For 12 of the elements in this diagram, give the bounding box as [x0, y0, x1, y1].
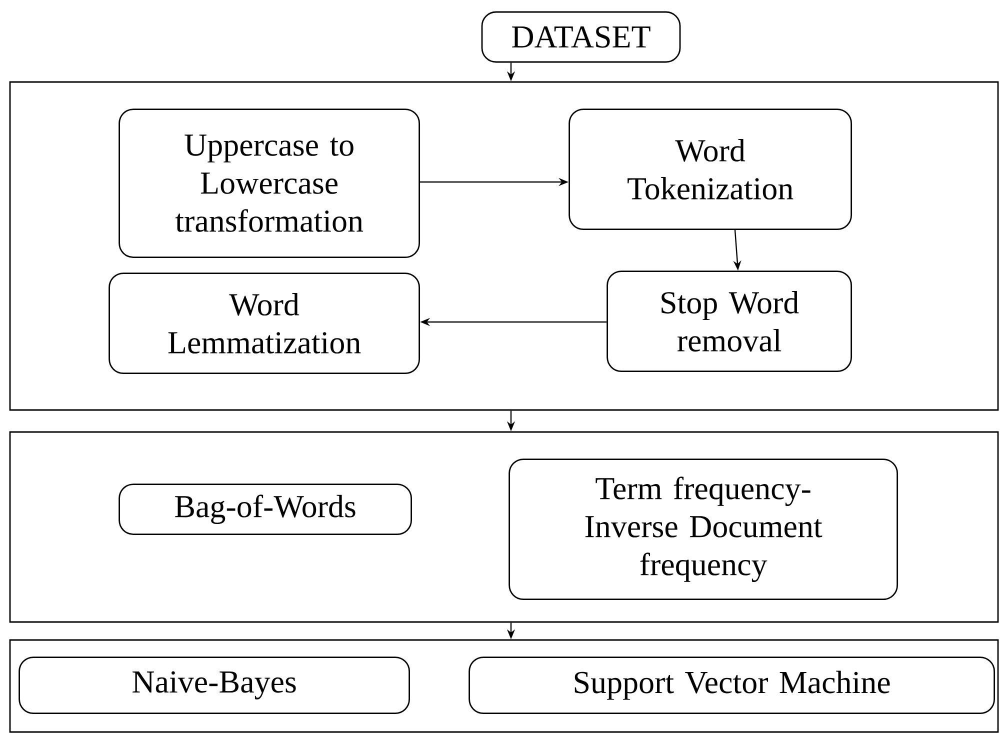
process-box: Term frequency- Inverse Document frequency: [508, 458, 898, 600]
stage-frame: [9, 639, 999, 733]
process-box: Support Vector Machine: [468, 656, 996, 714]
process-box: Stop Word removal: [606, 270, 852, 372]
process-box: Uppercase to Lowercase transformation: [118, 108, 420, 258]
stage-frame: [9, 431, 999, 623]
process-box: Bag-of-Words: [118, 484, 412, 535]
process-box: Word Tokenization: [568, 108, 852, 230]
stage-frame: [9, 81, 999, 411]
process-box: Word Lemmatization: [108, 272, 420, 374]
process-box: DATASET: [481, 11, 681, 63]
process-box: Naive-Bayes: [18, 656, 410, 714]
